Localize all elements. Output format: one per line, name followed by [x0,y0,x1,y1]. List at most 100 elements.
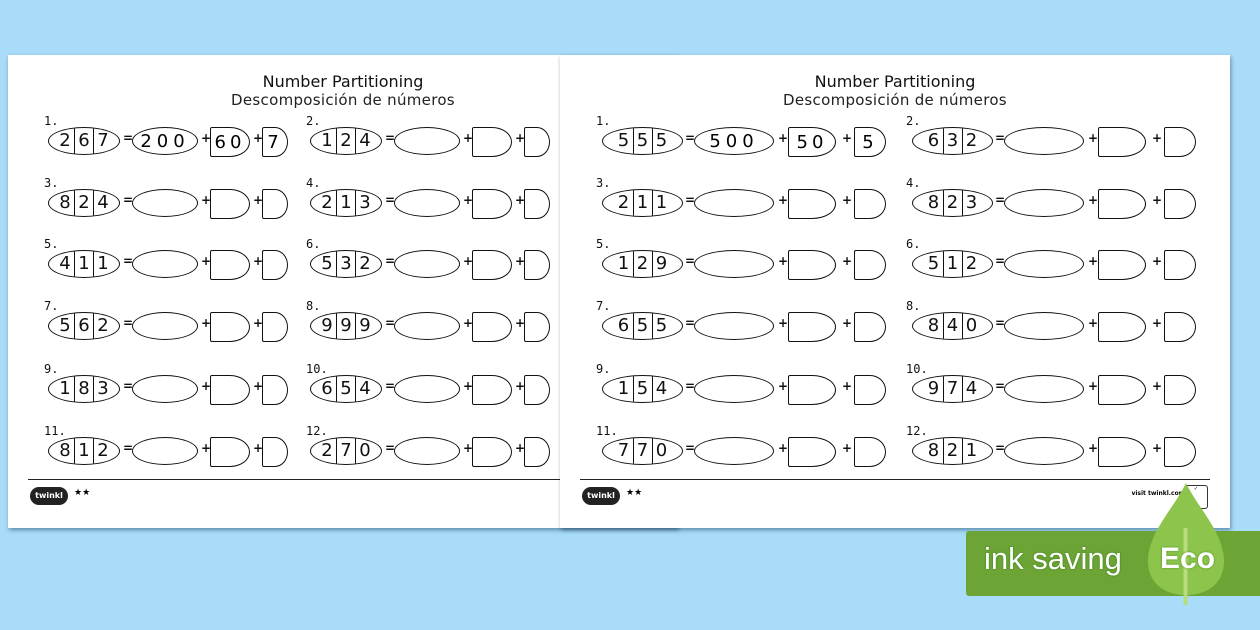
hundreds-answer-field[interactable] [132,189,198,217]
problem-number: 6. [306,237,321,251]
ones-answer-field[interactable] [524,375,550,405]
ones-answer-field[interactable] [262,189,288,219]
tens-answer-field[interactable] [210,437,250,467]
problem: 12. 8 2 1 = + + [906,424,1206,474]
ones-answer-field[interactable] [854,437,886,467]
ones-answer-field[interactable] [1164,250,1196,280]
hundreds-answer-field[interactable]: 200 [132,127,198,155]
ones-answer-field[interactable] [1164,375,1196,405]
hundreds-answer-field[interactable] [394,189,460,217]
hundreds-answer-field[interactable] [1004,437,1084,465]
tens-answer-field[interactable] [788,189,836,219]
hundreds-answer-field[interactable] [394,250,460,278]
number-oval: 8 4 0 [912,312,993,340]
tens-answer-field[interactable]: 60 [210,127,250,157]
ones-answer-field[interactable] [262,250,288,280]
tens-answer-field[interactable] [1098,189,1146,219]
hundreds-answer-field[interactable] [1004,312,1084,340]
hundreds-answer-field[interactable] [132,250,198,278]
tens-answer-field[interactable] [788,312,836,342]
tens-digit: 5 [632,313,653,339]
ones-answer-field[interactable] [1164,127,1196,157]
hundreds-answer-field[interactable] [1004,127,1084,155]
problem-number: 8. [306,299,321,313]
plus-sign: + [515,316,526,330]
tens-answer-field[interactable] [472,189,512,219]
tens-answer-field[interactable] [472,250,512,280]
hundreds-answer-field[interactable] [394,375,460,403]
tens-digit: 5 [632,376,653,402]
ones-answer-field[interactable] [262,312,288,342]
number-oval: 8 1 2 [48,437,120,465]
hundreds-answer-field[interactable] [694,189,774,217]
ones-answer-field[interactable] [524,189,550,219]
number-oval: 1 2 9 [602,250,683,278]
problem-number: 4. [306,176,321,190]
tens-answer-field[interactable] [788,250,836,280]
tens-answer-field[interactable] [788,437,836,467]
hundreds-answer-field[interactable]: 500 [694,127,774,155]
tens-answer-field[interactable] [472,127,512,157]
ones-answer-field[interactable] [854,375,886,405]
ones-answer-field[interactable] [854,312,886,342]
hundreds-answer-field[interactable] [394,312,460,340]
problem-number: 10. [306,362,328,376]
plus-sign: + [1088,316,1099,330]
tens-digit: 4 [942,313,963,339]
ones-answer-field[interactable] [524,250,550,280]
tens-answer-field[interactable] [210,189,250,219]
tens-answer-field[interactable] [1098,250,1146,280]
ones-answer-field[interactable] [262,375,288,405]
tens-answer-field[interactable]: 50 [788,127,836,157]
plus-sign: + [253,441,264,455]
tens-answer-field[interactable] [210,250,250,280]
ones-digit: 0 [655,440,668,461]
ones-answer-field[interactable] [262,437,288,467]
hundreds-answer-field[interactable] [1004,189,1084,217]
tens-digit: 2 [942,190,963,216]
tens-digit: 2 [336,128,356,154]
tens-answer-field[interactable] [1098,437,1146,467]
hundreds-answer-field[interactable] [694,250,774,278]
hundreds-digit: 1 [617,378,630,399]
tens-answer-field[interactable] [210,312,250,342]
problem-number: 7. [44,299,59,313]
hundreds-answer-field[interactable] [694,375,774,403]
ones-answer-field[interactable] [1164,189,1196,219]
tens-answer-field[interactable] [1098,312,1146,342]
equals-sign: = [995,131,1006,145]
ones-answer-field[interactable] [854,250,886,280]
tens-answer-field[interactable] [472,312,512,342]
plus-sign: + [463,379,474,393]
ones-answer-field[interactable] [1164,437,1196,467]
hundreds-digit: 9 [321,315,333,336]
tens-answer-field[interactable] [472,437,512,467]
ones-answer-field[interactable] [524,312,550,342]
tens-answer-field[interactable] [1098,127,1146,157]
tens-answer-field[interactable] [788,375,836,405]
ones-answer-field[interactable] [1164,312,1196,342]
tens-answer-field[interactable] [472,375,512,405]
ones-answer-field[interactable]: 5 [854,127,886,157]
hundreds-answer-field[interactable] [694,312,774,340]
tens-answer-field[interactable] [210,375,250,405]
hundreds-digit: 2 [321,192,333,213]
number-oval: 1 2 4 [310,127,382,155]
hundreds-answer-field[interactable] [694,437,774,465]
plus-sign: + [463,316,474,330]
ones-answer-field[interactable]: 7 [262,127,288,157]
ones-answer-field[interactable] [524,127,550,157]
hundreds-answer-field[interactable] [1004,375,1084,403]
hundreds-digit: 9 [927,378,940,399]
hundreds-answer-field[interactable] [132,312,198,340]
number-oval: 1 8 3 [48,375,120,403]
ink-saving-text: ink saving [984,541,1122,576]
hundreds-answer-field[interactable] [132,437,198,465]
hundreds-answer-field[interactable] [394,437,460,465]
ones-answer-field[interactable] [854,189,886,219]
hundreds-answer-field[interactable] [1004,250,1084,278]
ones-answer-field[interactable] [524,437,550,467]
hundreds-answer-field[interactable] [394,127,460,155]
hundreds-answer-field[interactable] [132,375,198,403]
tens-answer-field[interactable] [1098,375,1146,405]
